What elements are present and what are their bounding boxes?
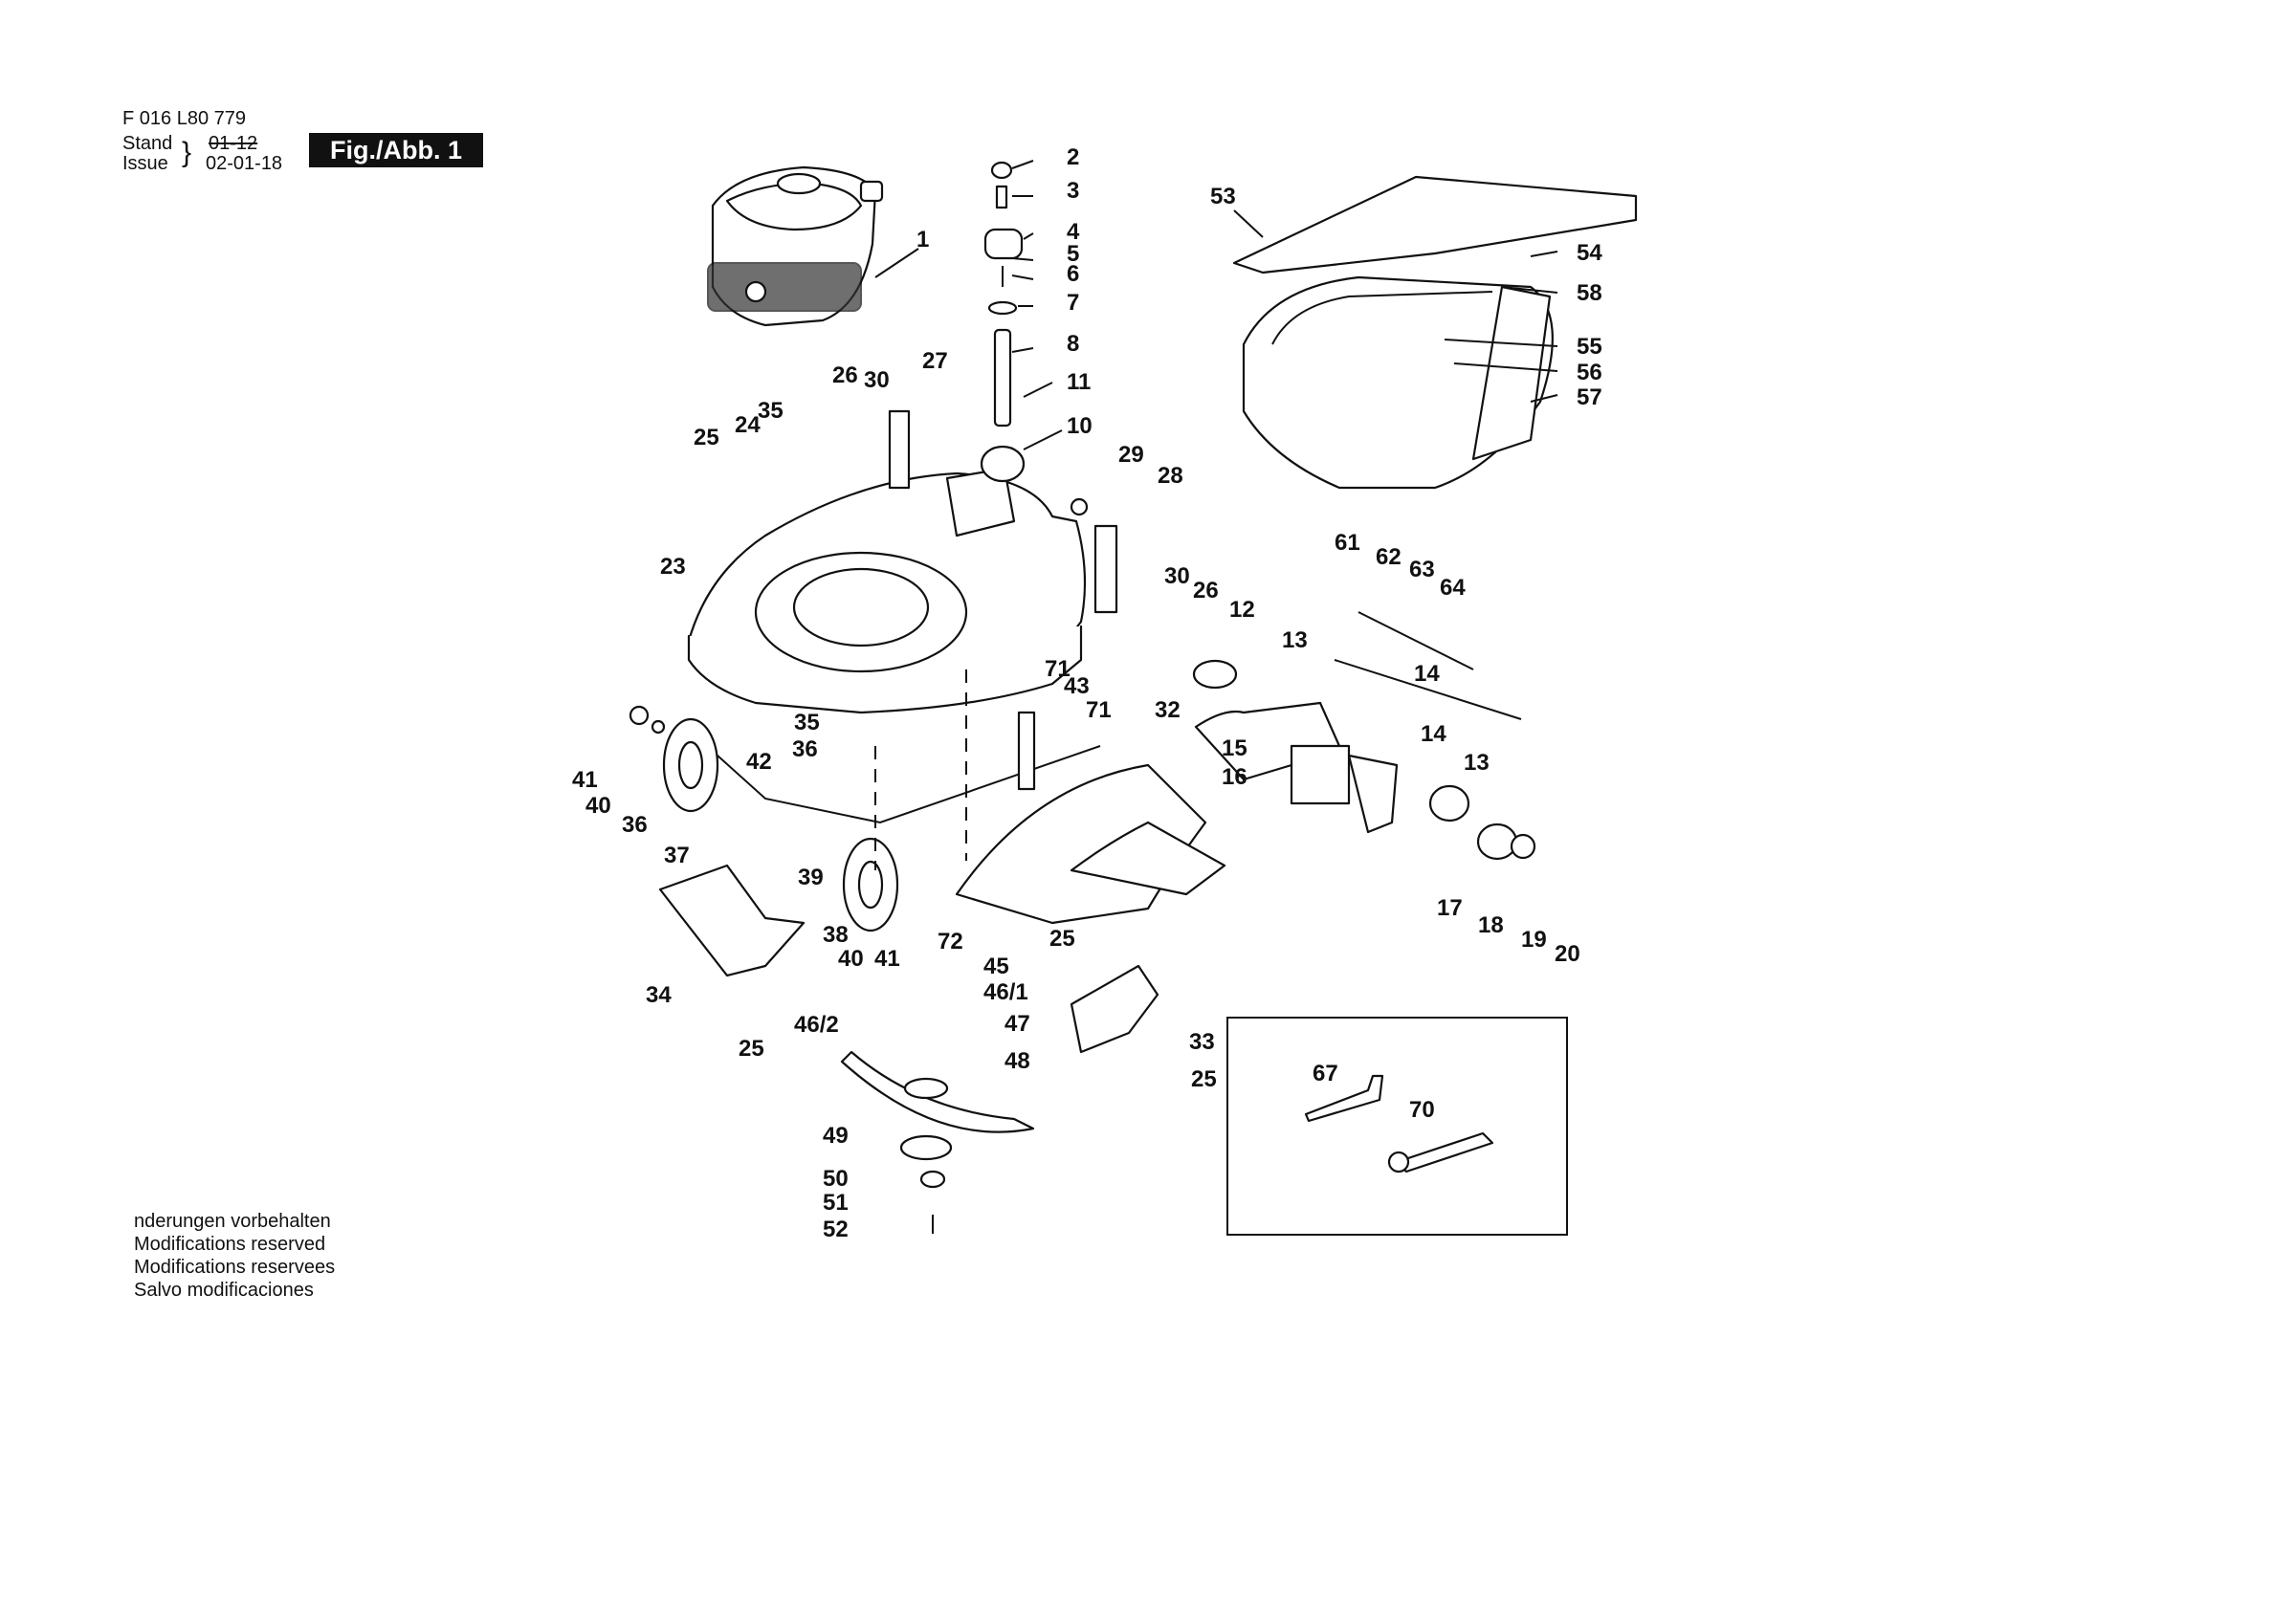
note-fr: Modifications reservees <box>134 1257 336 1278</box>
callout-label: 7 <box>1067 290 1079 316</box>
callout-label: 42 <box>746 749 772 775</box>
brace-icon: } <box>182 137 192 168</box>
callout-label: 27 <box>922 348 948 374</box>
callout-label: 62 <box>1376 544 1402 570</box>
callout-label: 57 <box>1577 384 1602 410</box>
callout-label: 25 <box>1049 926 1075 952</box>
callout-label: 39 <box>798 865 824 890</box>
callout-label: 19 <box>1521 927 1547 953</box>
callout-label: 13 <box>1282 627 1308 653</box>
figure-label: Fig./Abb. 1 <box>309 133 483 167</box>
callout-label: 12 <box>1229 597 1255 623</box>
callout-label: 38 <box>823 922 849 948</box>
callout-label: 18 <box>1478 912 1504 938</box>
engine-part <box>707 165 884 327</box>
callout-label: 71 <box>1086 697 1112 723</box>
callout-label: 67 <box>1313 1061 1338 1086</box>
callout-label: 54 <box>1577 240 1602 266</box>
callout-label: 28 <box>1158 463 1183 489</box>
callout-label: 14 <box>1414 661 1440 687</box>
callout-label: 37 <box>664 843 690 868</box>
callout-label: 23 <box>660 554 686 580</box>
callout-label: 46/2 <box>794 1012 839 1038</box>
callout-labels: 1234567810111213131414151617181920232425… <box>572 144 1602 1242</box>
spindle-stack <box>980 161 1089 516</box>
callout-label: 34 <box>646 982 672 1008</box>
callout-label: 20 <box>1555 941 1580 967</box>
callout-label: 4 <box>1067 219 1080 245</box>
callout-label: 45 <box>983 954 1009 979</box>
callout-label: 5 <box>1067 241 1079 267</box>
accessories-box <box>1226 1017 1568 1236</box>
callout-label: 72 <box>938 929 963 954</box>
callout-label: 13 <box>1464 750 1490 776</box>
axle-and-bracket <box>1192 611 1536 861</box>
callout-label: 16 <box>1222 764 1247 790</box>
doc-number: F 016 L80 779 <box>122 108 246 129</box>
callout-label: 15 <box>1222 735 1247 761</box>
callout-label: 8 <box>1067 331 1079 357</box>
callout-label: 2 <box>1067 144 1079 170</box>
dashed-center-line <box>874 669 967 870</box>
callout-label: 29 <box>1118 442 1144 468</box>
callout-label: 64 <box>1440 575 1466 601</box>
leader-lines <box>874 160 1558 450</box>
callout-label: 26 <box>1193 578 1219 603</box>
callout-label: 46/1 <box>983 979 1028 1005</box>
issue-label: Issue <box>122 153 168 174</box>
callout-label: 35 <box>758 398 784 424</box>
callout-label: 52 <box>823 1217 849 1242</box>
callout-label: 14 <box>1421 721 1446 747</box>
front-wheels <box>629 705 899 932</box>
callout-label: 17 <box>1437 895 1463 921</box>
callout-label: 41 <box>572 767 598 793</box>
callout-label: 50 <box>823 1166 849 1192</box>
height-lever <box>717 409 1118 824</box>
callout-label: 41 <box>874 946 900 972</box>
callout-label: 53 <box>1210 184 1236 209</box>
callout-label: 40 <box>838 946 864 972</box>
issue-date: 02-01-18 <box>206 153 283 174</box>
callout-label: 35 <box>794 710 820 735</box>
callout-label: 26 <box>832 362 858 388</box>
callout-label: 33 <box>1189 1029 1215 1055</box>
callout-label: 32 <box>1155 697 1181 723</box>
deck-housing <box>687 467 1087 714</box>
callout-label: 1 <box>916 227 929 252</box>
note-es: Salvo modificaciones <box>134 1280 314 1301</box>
callout-label: 11 <box>1067 369 1091 395</box>
note-en: Modifications reserved <box>134 1234 326 1255</box>
callout-label: 10 <box>1067 413 1093 439</box>
chute-and-blade <box>658 763 1226 1234</box>
callout-label: 36 <box>792 736 818 762</box>
callout-label: 36 <box>622 812 648 838</box>
callout-label: 58 <box>1577 280 1602 306</box>
notes-block: nderungen vorbehalten Modifications rese… <box>134 1210 335 1302</box>
note-de: nderungen vorbehalten <box>134 1211 331 1232</box>
callout-label: 48 <box>1004 1048 1030 1074</box>
callout-label: 47 <box>1004 1011 1030 1037</box>
callout-label: 61 <box>1335 530 1360 556</box>
callout-label: 24 <box>735 412 761 438</box>
callout-label: 6 <box>1067 261 1079 287</box>
callout-label: 56 <box>1577 360 1602 385</box>
stand-label: Stand <box>122 133 173 154</box>
callout-label: 40 <box>585 793 611 819</box>
callout-label: 51 <box>823 1190 849 1216</box>
callout-label: 49 <box>823 1123 849 1149</box>
old-date: 01-12 <box>209 133 258 154</box>
callout-label: 25 <box>1191 1066 1217 1092</box>
callout-label: 25 <box>739 1036 764 1062</box>
callout-label: 70 <box>1409 1097 1435 1123</box>
callout-label: 30 <box>1164 563 1190 589</box>
callout-label: 43 <box>1064 673 1090 699</box>
callout-label: 3 <box>1067 178 1079 204</box>
grass-box <box>1232 175 1638 490</box>
callout-label: 25 <box>694 425 719 450</box>
callout-label: 63 <box>1409 557 1435 582</box>
callout-label: 30 <box>864 367 890 393</box>
callout-label: 71 <box>1045 656 1071 682</box>
callout-label: 55 <box>1577 334 1602 360</box>
